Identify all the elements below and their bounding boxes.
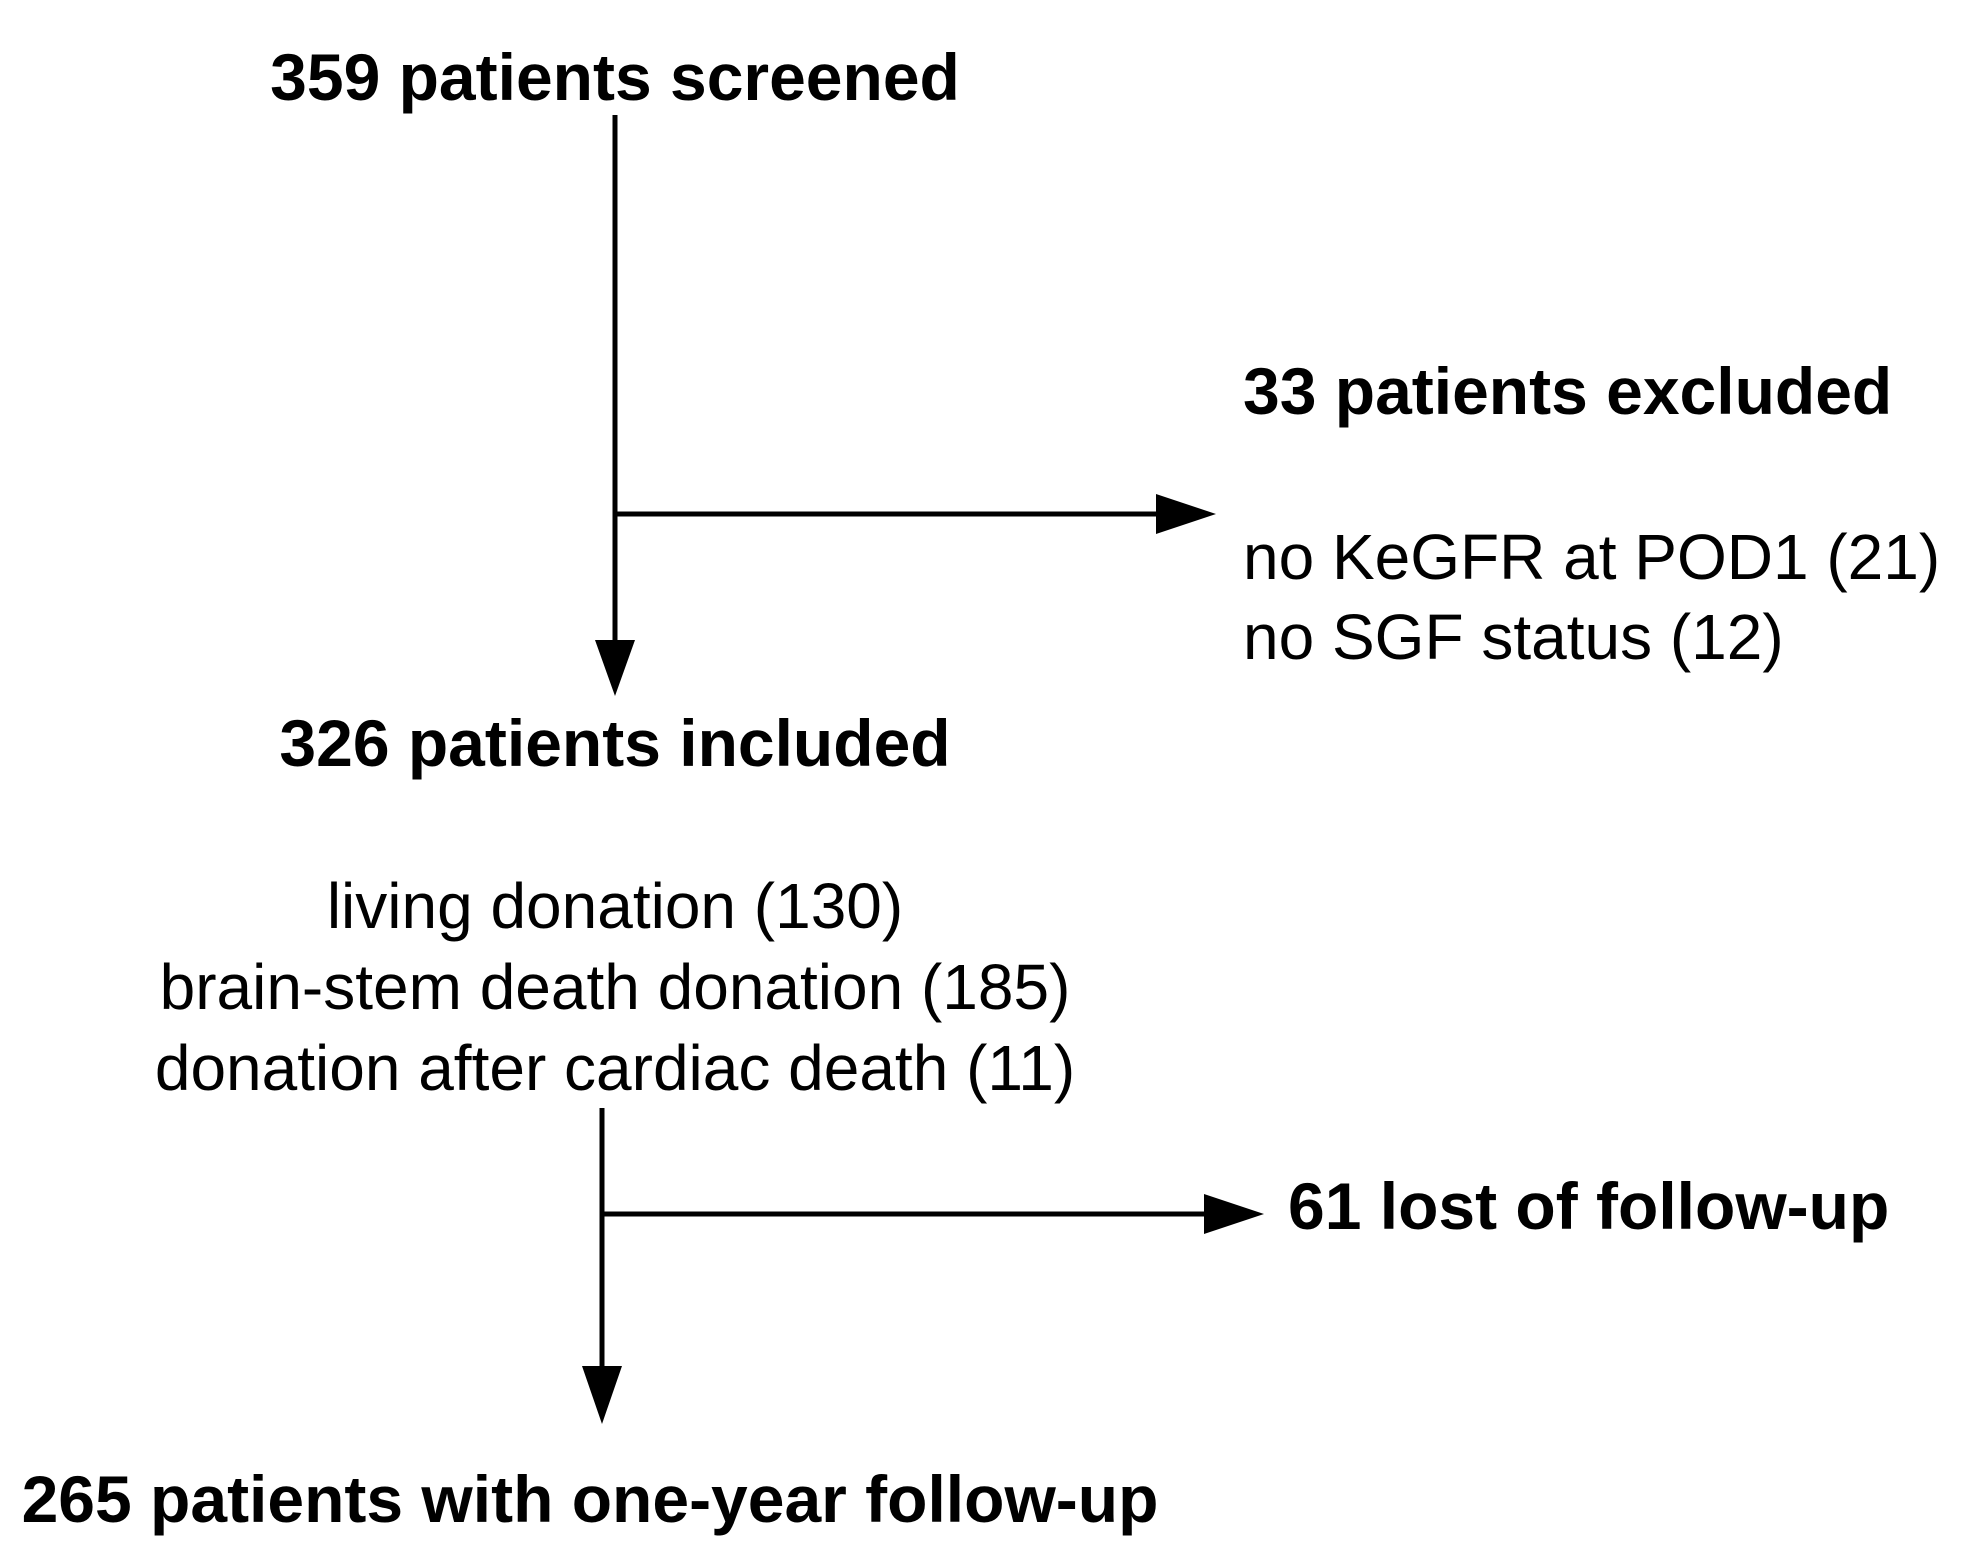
excluded-reason-item: no SGF status (12)	[1243, 601, 1784, 673]
screened-label: 359 patients screened	[270, 40, 960, 114]
arrowhead-included	[595, 640, 635, 696]
arrowhead-lost	[1204, 1194, 1264, 1234]
final-label: 265 patients with one-year follow-up	[21, 1462, 1159, 1536]
arrowhead-excluded	[1156, 494, 1216, 534]
included-breakdown-item: donation after cardiac death (11)	[154, 1032, 1076, 1104]
excluded-title: 33 patients excluded	[1243, 354, 1893, 428]
included-breakdown-item: living donation (130)	[326, 870, 904, 942]
lost-label: 61 lost of follow-up	[1288, 1169, 1890, 1243]
excluded-reason-item: no KeGFR at POD1 (21)	[1243, 521, 1941, 593]
included-title: 326 patients included	[279, 706, 951, 780]
included-breakdown-item: brain-stem death donation (185)	[159, 951, 1071, 1023]
arrowhead-final	[582, 1366, 622, 1424]
